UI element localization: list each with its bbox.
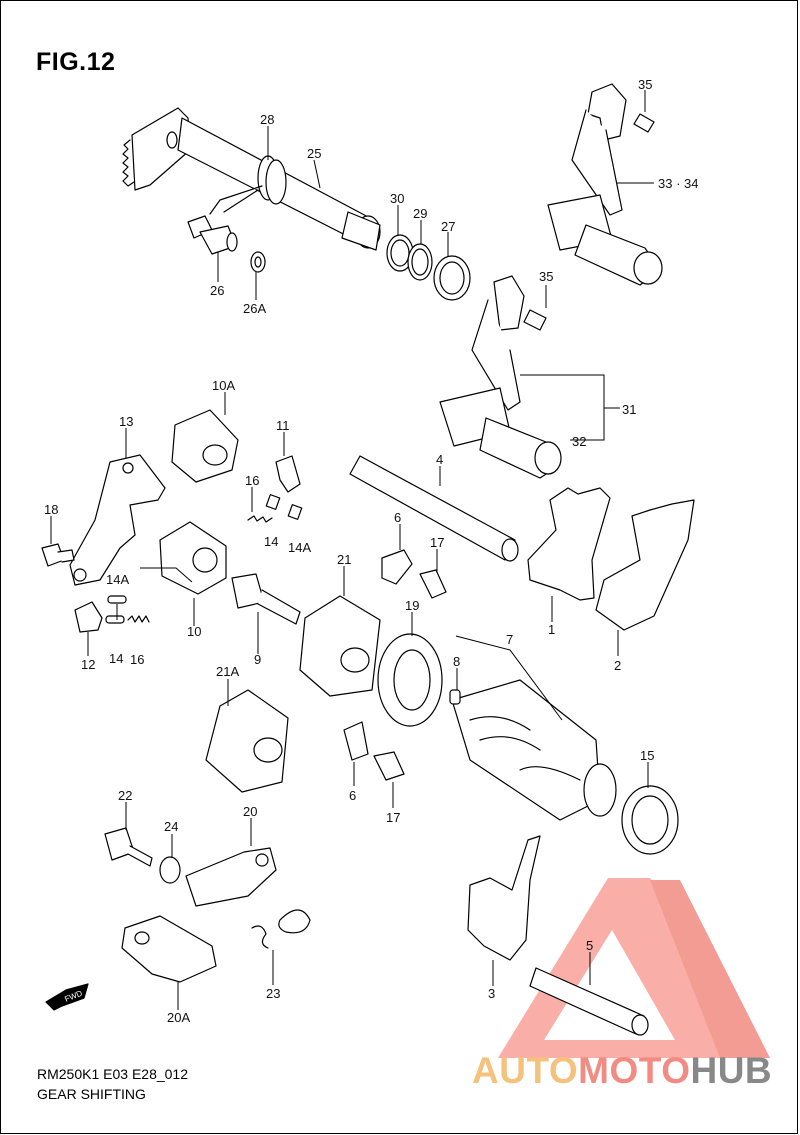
watermark-auto: AUTO	[472, 1050, 579, 1091]
callout: 4	[436, 452, 443, 467]
figure-title: FIG.12	[36, 48, 116, 76]
callout: 5	[586, 938, 593, 953]
callout: 3	[488, 986, 495, 1001]
callout: 32	[572, 434, 586, 449]
callout: 28	[260, 112, 274, 127]
part-33-34-gear-lever	[547, 83, 663, 286]
part-2-shift-fork	[595, 499, 695, 631]
callout: 7	[506, 632, 513, 647]
callout: 20	[243, 804, 257, 819]
part-16-spring	[247, 515, 273, 523]
watermark-triangle	[498, 878, 770, 1058]
callout: 16	[130, 652, 144, 667]
callout: 9	[254, 652, 261, 667]
part-7-shift-cam	[451, 679, 601, 821]
part-6-stopper	[381, 549, 413, 585]
callout: 14	[109, 651, 123, 666]
callout-labels: 35 33 · 34 28 25 30 29 27 26 26A 35 31 3…	[44, 77, 698, 1025]
part-3-shift-fork	[467, 835, 541, 961]
watermark-moto: MOTO	[578, 1050, 691, 1091]
part-10a-stopper	[171, 409, 239, 483]
part-16-spring-lower	[127, 615, 150, 623]
callout: 13	[119, 414, 133, 429]
callout: 15	[640, 748, 654, 763]
callout: 35	[638, 77, 652, 92]
part-17-screw	[419, 569, 447, 599]
callout: 25	[307, 146, 321, 161]
callout: 6	[349, 788, 356, 803]
callout: 23	[266, 986, 280, 1001]
part-6-stopper-lower	[343, 721, 369, 761]
callout: 10	[187, 624, 201, 639]
callout: 21A	[216, 664, 239, 679]
callout: 33 · 34	[658, 176, 698, 191]
part-24-washer	[159, 856, 181, 884]
callout: 26A	[243, 301, 266, 316]
part-8-pin	[449, 689, 461, 705]
callout: 29	[413, 206, 427, 221]
callout: 20A	[167, 1010, 190, 1025]
callout: 31	[622, 402, 636, 417]
part-20a-plate	[121, 915, 217, 983]
callout: 12	[81, 657, 95, 672]
part-1-shift-fork	[527, 487, 611, 601]
callout: 18	[44, 502, 58, 517]
part-12-pawl	[74, 601, 103, 633]
callout: 30	[390, 191, 404, 206]
part-20-plate	[185, 847, 277, 907]
callout: 16	[245, 473, 259, 488]
watermark-logo: AUTOMOTOHUB	[472, 1050, 772, 1092]
part-14a-pin-lower	[107, 595, 127, 604]
part-11-pawl	[275, 455, 301, 493]
part-14-pin-lower	[105, 615, 125, 624]
callout: 27	[441, 219, 455, 234]
part-21a-gear-cam	[205, 689, 289, 793]
callout: 35	[539, 269, 553, 284]
part-31-32-gear-lever	[439, 275, 562, 479]
model-code: RM250K1 E03 E28_012	[37, 1066, 188, 1082]
callout: 17	[386, 810, 400, 825]
callout: 24	[164, 819, 178, 834]
part-shift-shaft	[122, 107, 381, 251]
callout: 22	[118, 788, 132, 803]
callout: 17	[430, 535, 444, 550]
fwd-arrow-icon	[45, 983, 89, 1011]
callout: 1	[548, 622, 555, 637]
part-23-spring	[251, 909, 311, 949]
figure-caption: GEAR SHIFTING	[37, 1086, 146, 1102]
callout: 11	[276, 418, 290, 433]
part-35-bolt	[633, 113, 655, 133]
part-13-plate	[69, 454, 166, 586]
part-17-screw-lower	[373, 751, 405, 781]
part-35-bolt-lower	[523, 309, 547, 331]
callout: 14A	[106, 572, 129, 587]
part-14-pin	[265, 494, 281, 510]
callout: 6	[394, 510, 401, 525]
callout: 19	[405, 598, 419, 613]
leader-lines	[50, 90, 654, 1010]
callout: 21	[337, 552, 351, 567]
part-21-gear-cam	[299, 595, 381, 697]
callout: 26	[210, 283, 224, 298]
part-14a-pin	[287, 504, 303, 520]
part-26-bolt	[187, 215, 238, 255]
callout: 2	[614, 658, 621, 673]
callout: 14	[264, 534, 278, 549]
part-4-fork-shaft	[349, 455, 516, 561]
watermark-hub: HUB	[690, 1050, 773, 1091]
callout: 8	[453, 654, 460, 669]
callout: 10A	[212, 378, 235, 393]
callout: 14A	[288, 540, 311, 555]
